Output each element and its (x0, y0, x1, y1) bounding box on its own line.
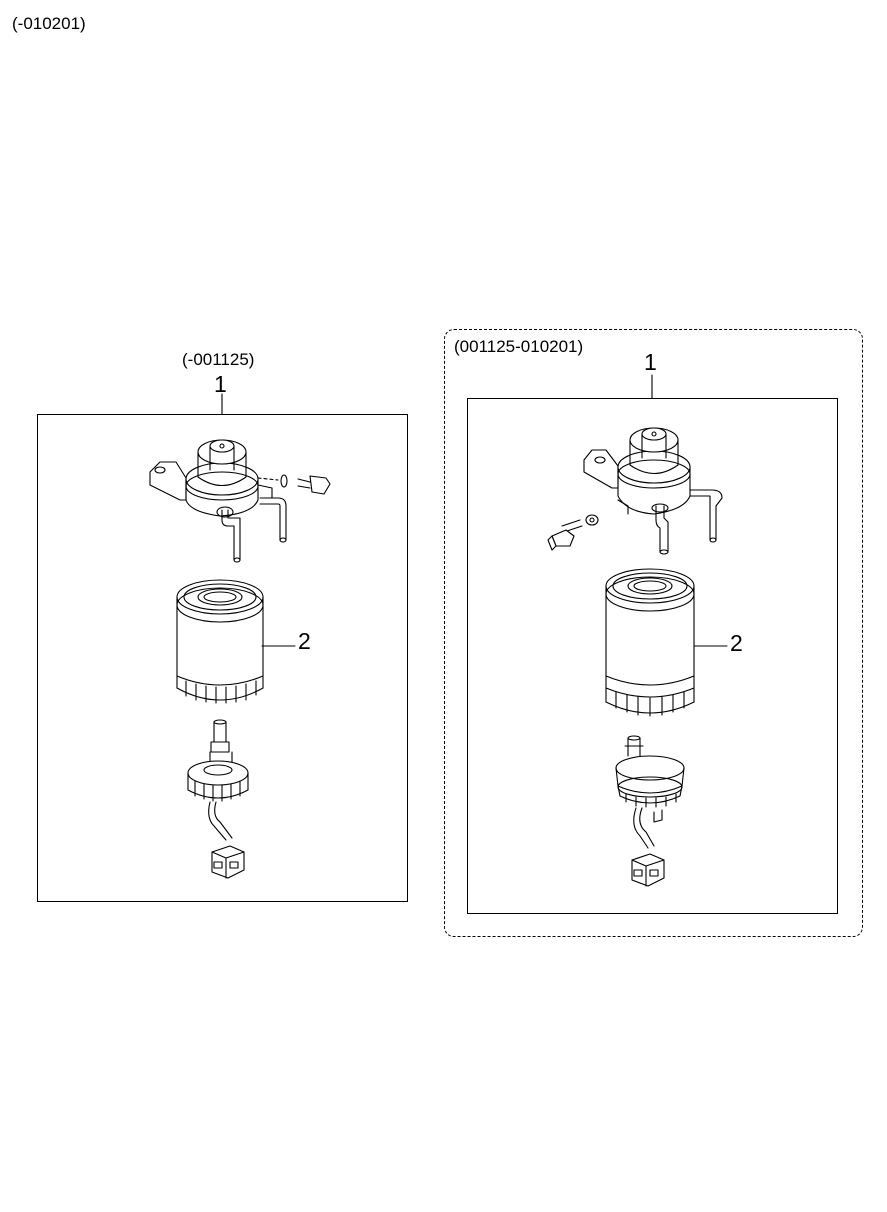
right-connector-icon (632, 854, 664, 886)
page-code: (-010201) (12, 14, 86, 33)
right-water-sensor-icon (616, 736, 684, 848)
left-ref-assembly: 1 (214, 371, 227, 397)
left-ref-filter: 2 (298, 628, 311, 654)
left-bleed-screw-icon (258, 475, 330, 494)
right-bleed-screw-icon (548, 515, 598, 550)
right-ref-assembly: 1 (644, 349, 657, 375)
left-filter-head-icon (150, 440, 286, 562)
right-range-label: (001125-010201) (454, 337, 584, 356)
left-group-frame (37, 414, 408, 902)
right-group-dashed-frame (444, 329, 863, 937)
right-filter-head-icon (584, 428, 722, 554)
left-filter-cartridge-icon (177, 580, 263, 703)
left-connector-icon (212, 846, 244, 878)
right-ref-filter: 2 (730, 630, 743, 656)
left-water-sensor-icon (188, 720, 248, 840)
right-filter-cartridge-icon (606, 569, 694, 716)
left-range-label: (-001125) (182, 350, 255, 369)
right-group-frame (467, 398, 838, 914)
